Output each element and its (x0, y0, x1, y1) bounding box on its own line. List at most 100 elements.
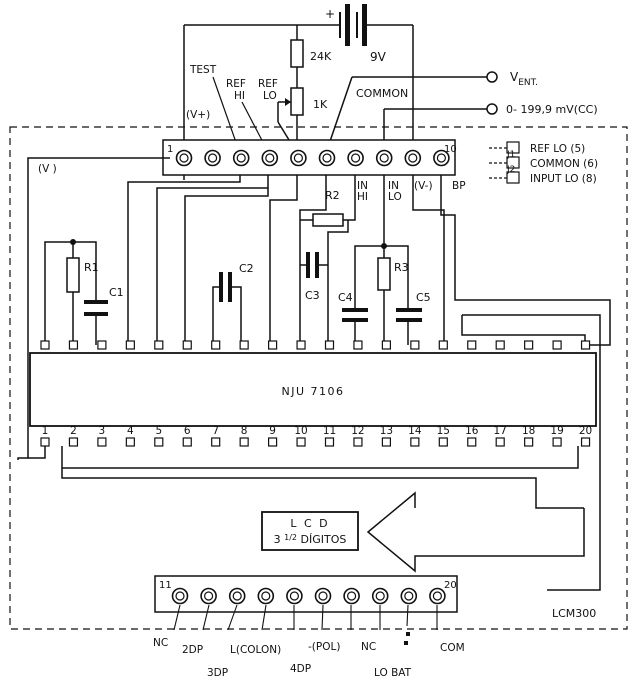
vent-terminal (486, 71, 498, 83)
leader-line (227, 604, 238, 631)
chip-pin-pad (40, 437, 50, 447)
chip-pin-pad (467, 437, 477, 447)
leader-line (321, 604, 324, 631)
lcd-display (261, 511, 359, 551)
input-range-label: 0- 199,9 mV(CC) (506, 103, 598, 116)
bottom-label: NC (361, 641, 376, 653)
bottom-terminal-core (204, 591, 214, 601)
capacitor-c3-label: C3 (305, 289, 320, 302)
in-lo-label-2: LO (388, 191, 402, 203)
common-label: COMMON (356, 87, 408, 100)
chip-pin-pad (495, 437, 505, 447)
module-label: LCM300 (552, 607, 596, 620)
chip-bottom-pin-label: 18 (522, 425, 535, 437)
bottom-connector-pins (171, 587, 446, 605)
chip-pin-pad (154, 340, 164, 350)
chip-pin-pad (580, 340, 591, 350)
potentiometer-1k (290, 87, 304, 116)
colon-marker (406, 632, 410, 636)
top-terminal-core (379, 153, 389, 163)
bottom-terminal-core (375, 591, 385, 601)
top-terminal-core (408, 153, 418, 163)
jumper-j1: J1 (506, 150, 515, 160)
top-terminal-core (236, 153, 246, 163)
top-terminal-core (293, 153, 303, 163)
bus-arrow (61, 446, 585, 573)
resistor-r2 (312, 213, 344, 227)
bottom-label: 3DP (207, 667, 228, 679)
chip-pin-pad (438, 340, 448, 350)
chip-pin-pad (381, 340, 391, 350)
in-hi-label-2: HI (357, 191, 368, 203)
bottom-terminal-core (261, 591, 271, 601)
bottom-terminal-core (347, 591, 357, 601)
top-connector-pin-1: 1 (167, 144, 173, 155)
resistor-r3-label: R3 (394, 261, 409, 274)
top-connector-pin-10: 10 (444, 144, 457, 155)
jumper-label-2: COMMON (6) (530, 158, 598, 170)
chip-pin-pad (381, 437, 391, 447)
chip-pin-pad (182, 437, 192, 447)
chip-bottom-pin-label: 7 (212, 425, 219, 437)
capacitor-c2-label: C2 (239, 262, 254, 275)
wiring (17, 157, 611, 591)
chip-pin-pad (467, 340, 477, 350)
bottom-label: LO BAT (374, 667, 412, 679)
chip-pin-pad (97, 340, 107, 350)
colon-marker (404, 641, 408, 645)
in-hi-label-1: IN (357, 180, 368, 192)
chip-name: NJU 7106 (281, 385, 344, 398)
top-terminal-core (322, 153, 332, 163)
battery-plus: + (325, 7, 335, 21)
chip-pin-pad (68, 437, 79, 447)
potentiometer-1k-label: 1K (313, 98, 328, 111)
bottom-terminal-core (289, 591, 299, 601)
chip-pin-pad (524, 437, 534, 447)
lcd-line-2: 3 1/2 DÍGITOS (274, 533, 347, 546)
chip-bottom-pin-label: 8 (241, 425, 248, 437)
jumper-block (489, 141, 520, 184)
capacitor-c4-label: C4 (338, 291, 353, 304)
capacitor-c3 (300, 252, 328, 278)
ref-lo-label-1: REF (258, 78, 278, 90)
leader-line (406, 604, 409, 627)
ref-lo-label-2: LO (263, 90, 277, 102)
chip-pin-pad (495, 340, 505, 350)
battery-symbol (184, 4, 413, 46)
chip-pin-pad (296, 437, 306, 447)
chip-bottom-pin-label: 3 (99, 425, 106, 437)
bottom-terminal-core (318, 591, 328, 601)
chip-pin-pad (97, 437, 107, 447)
bottom-label: 4DP (290, 663, 311, 675)
chip-pin-pad (410, 437, 420, 447)
bottom-label: NC (153, 637, 168, 649)
chip-pin-pad (40, 340, 50, 350)
bottom-terminal-core (432, 591, 442, 601)
chip-pin-pad (324, 437, 335, 447)
chip-pin-pad (410, 340, 420, 350)
chip-pin-pad (324, 340, 335, 350)
chip-bottom-pin-label: 15 (437, 425, 450, 437)
chip-bottom-pin-label: 13 (380, 425, 393, 437)
chip-bottom-pin-label: 20 (579, 425, 592, 437)
leader-line (202, 604, 210, 631)
ref-hi-label-1: REF (226, 78, 246, 90)
bottom-connector-pin-20: 20 (444, 580, 457, 591)
chip-bottom-pin-label: 2 (70, 425, 77, 437)
chip-pin-pad (211, 437, 221, 447)
chip-pin-pad (353, 340, 363, 350)
chip-pin-pad (268, 340, 278, 350)
jumper-label-1: REF LO (5) (530, 143, 585, 155)
chip-pin-pad (182, 340, 192, 350)
input-range-terminal (486, 103, 498, 115)
bp-label: BP (452, 180, 466, 192)
chip-pin-pad (580, 437, 591, 447)
bottom-label: L(COLON) (230, 644, 281, 656)
chip-pin-pad (239, 437, 249, 447)
chip-pin-pad (239, 340, 249, 350)
resistor-r3-network (354, 232, 422, 345)
module-outline (9, 126, 628, 630)
